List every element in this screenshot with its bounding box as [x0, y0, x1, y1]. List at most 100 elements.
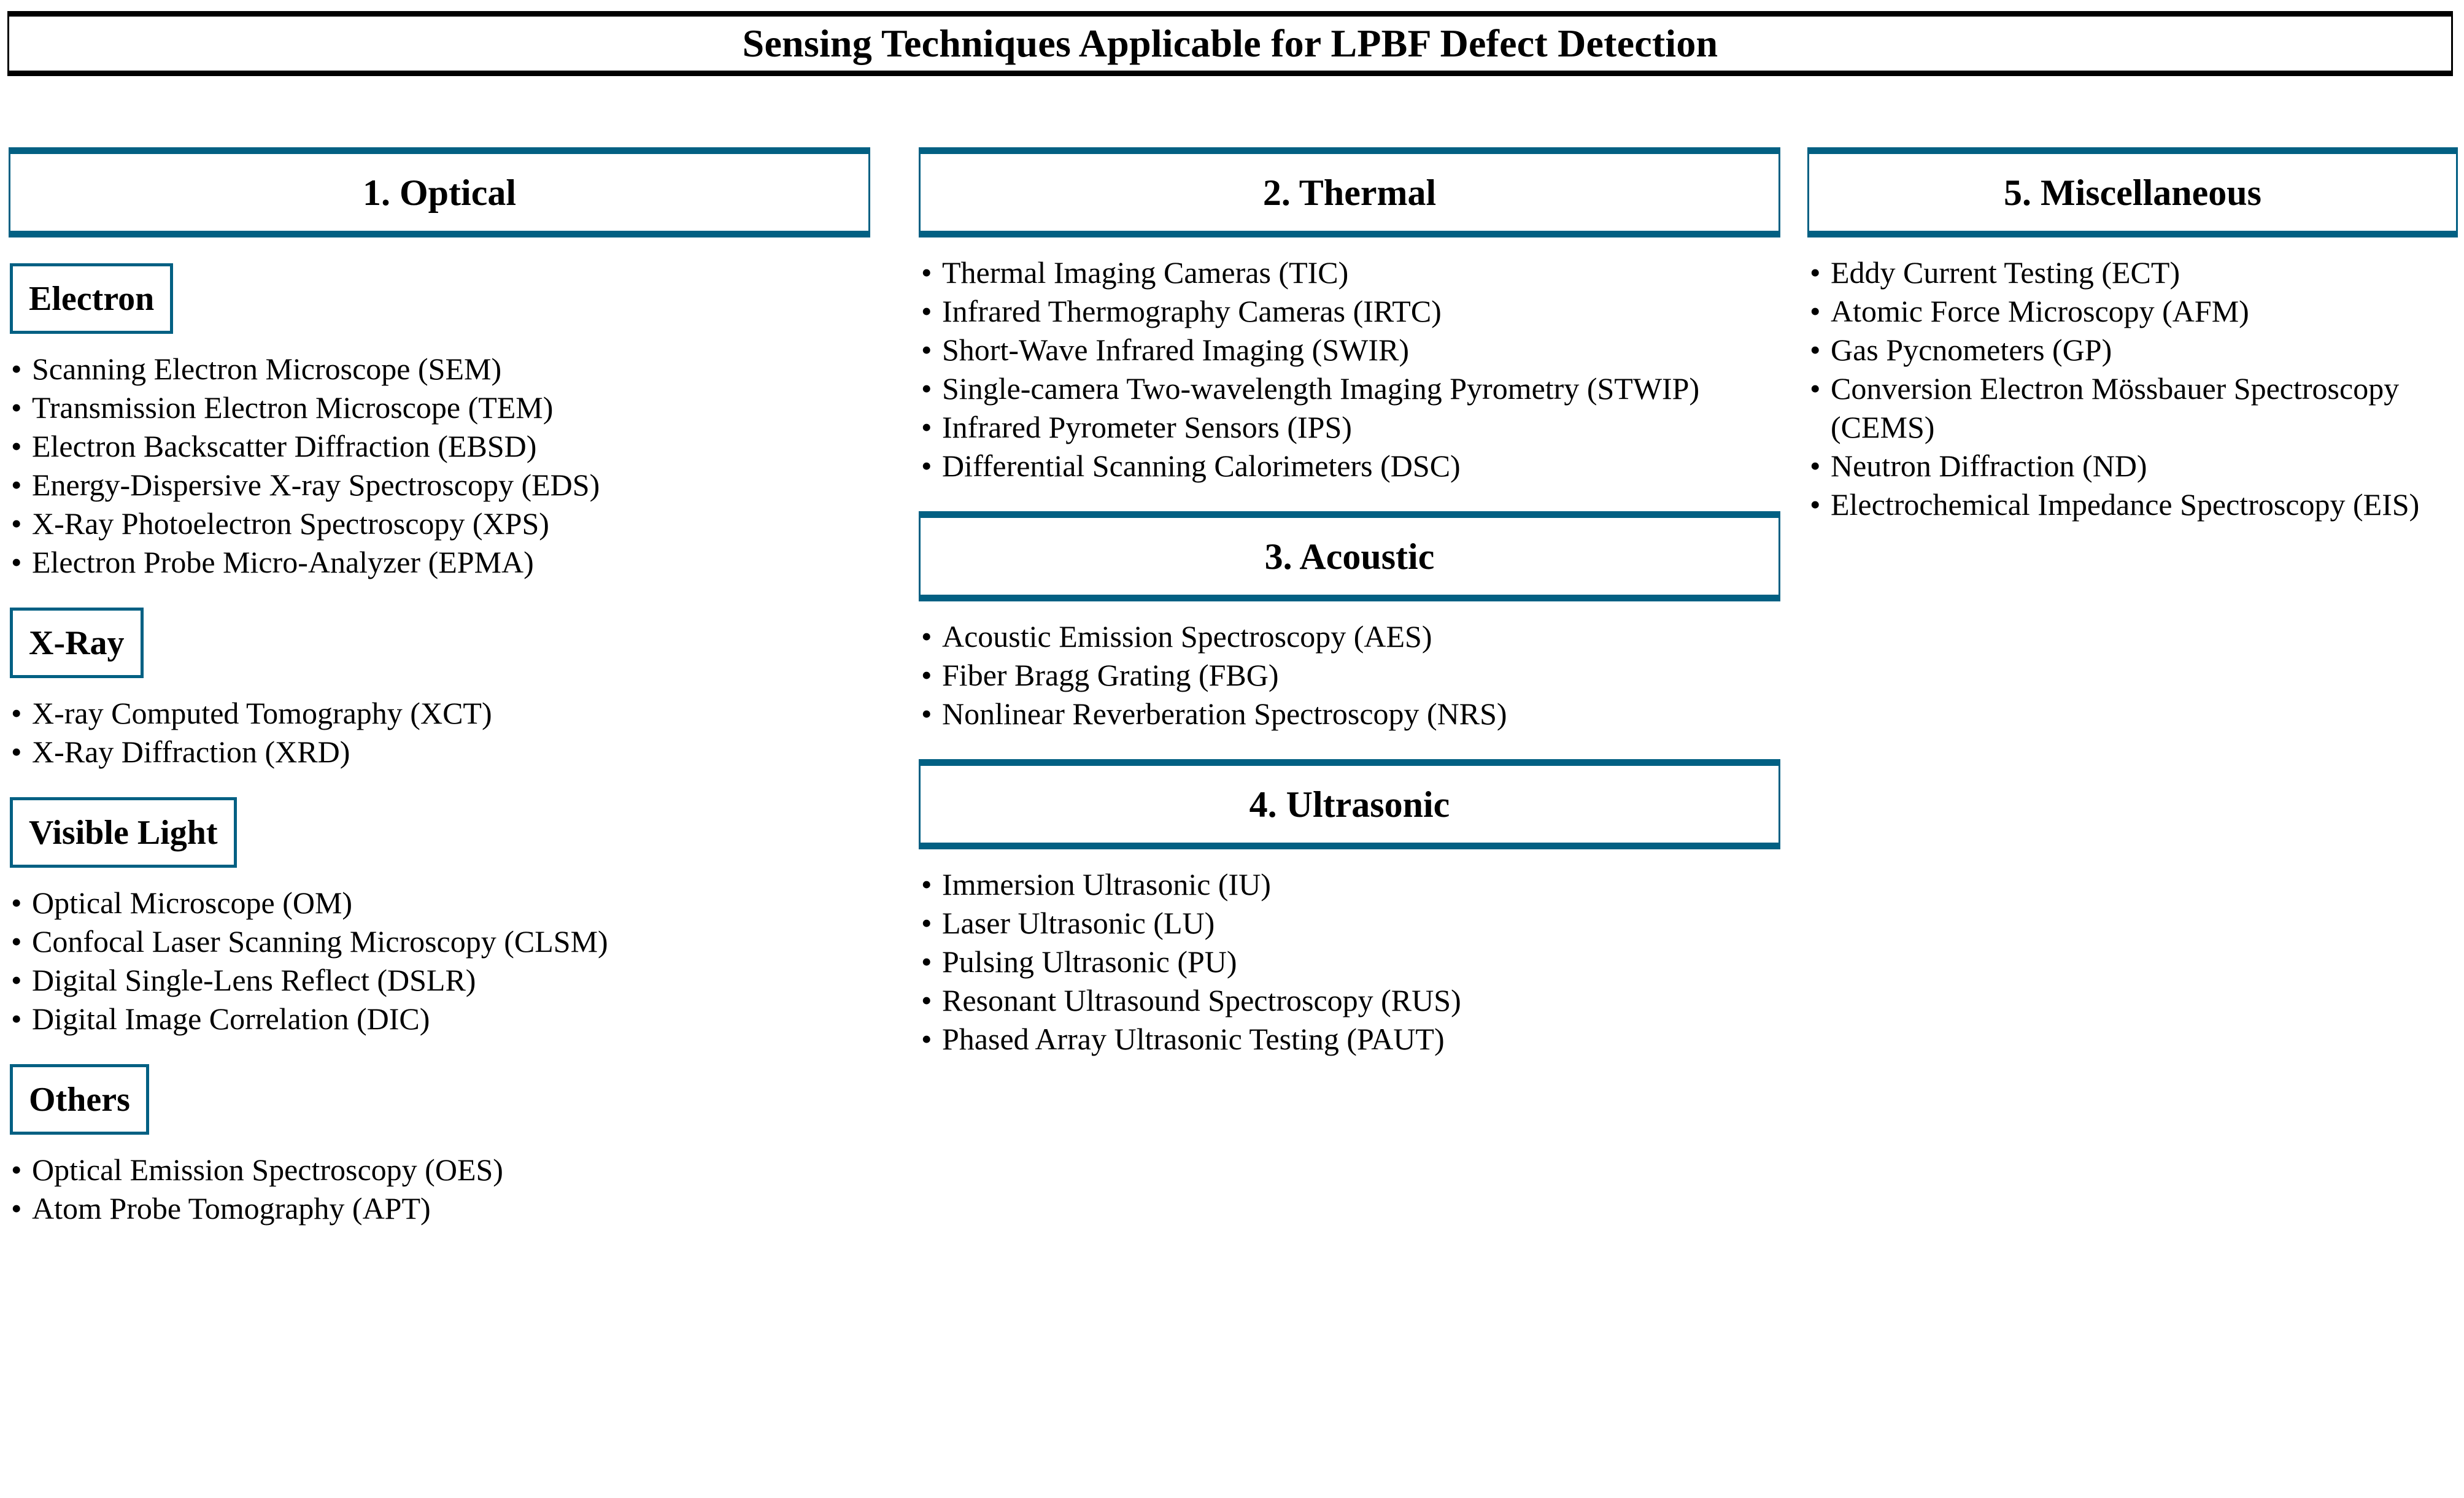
bullet-icon: • [1810, 487, 1821, 522]
bullet-icon: • [11, 468, 22, 502]
bullet-icon: • [1810, 371, 1821, 406]
list-item-label: Fiber Bragg Grating (FBG) [942, 658, 1279, 692]
list-item-label: Transmission Electron Microscope (TEM) [32, 390, 554, 425]
list-item-label: Scanning Electron Microscope (SEM) [32, 352, 502, 386]
list-item: • Electrochemical Impedance Spectroscopy … [1807, 485, 2464, 524]
list-item: • Infrared Thermography Cameras (IRTC) [919, 292, 1789, 331]
bullet-icon: • [921, 410, 932, 444]
list-item: • Fiber Bragg Grating (FBG) [919, 656, 1789, 695]
list-item: • X-Ray Photoelectron Spectroscopy (XPS) [9, 504, 873, 543]
bullet-icon: • [11, 924, 22, 959]
bullet-icon: • [921, 658, 932, 692]
list-item-label: Differential Scanning Calorimeters (DSC) [942, 449, 1461, 483]
bullet-icon: • [921, 867, 932, 902]
list-item-label: Digital Single-Lens Reflect (DSLR) [32, 963, 476, 997]
list-item-label: Atom Probe Tomography (APT) [32, 1191, 431, 1226]
list-item: • Pulsing Ultrasonic (PU) [919, 943, 1789, 981]
tech-list-visible-light: •Optical Microscope (OM) • Confocal Laser… [9, 884, 870, 1038]
bullet-icon: • [1810, 333, 1821, 367]
section-header-optical: 1. Optical [9, 147, 870, 237]
list-item: • Confocal Laser Scanning Microscopy (CLS… [9, 922, 873, 961]
list-item-label: Thermal Imaging Cameras (TIC) [942, 255, 1349, 290]
list-item-label: Electrochemical Impedance Spectroscopy (… [1831, 487, 2420, 522]
bullet-icon: • [11, 1152, 22, 1187]
bullet-icon: • [921, 449, 932, 483]
list-item-label: Energy-Dispersive X-ray Spectroscopy (ED… [32, 468, 600, 502]
list-item: • Single-camera Two-wavelength Imaging Py… [919, 369, 1789, 408]
bullet-icon: • [1810, 255, 1821, 290]
list-item: • Electron Backscatter Diffraction (EBSD) [9, 427, 873, 466]
page-title: Sensing Techniques Applicable for LPBF D… [742, 21, 1718, 65]
list-item-label: Optical Emission Spectroscopy (OES) [32, 1152, 503, 1187]
subgroup-header-others-label: Others [29, 1080, 130, 1119]
section-header-acoustic-label: 3. Acoustic [1264, 536, 1435, 577]
list-item-label: Infrared Thermography Cameras (IRTC) [942, 294, 1442, 328]
tech-list-ultrasonic: •Immersion Ultrasonic (IU) •Laser Ultras… [919, 865, 1780, 1059]
subgroup-header-others: Others [10, 1064, 149, 1135]
subgroup-header-x-ray: X-Ray [10, 608, 144, 678]
list-item-label: Short-Wave Infrared Imaging (SWIR) [942, 333, 1409, 367]
list-item-label: Neutron Diffraction (ND) [1831, 449, 2147, 483]
list-item-label: Single-camera Two-wavelength Imaging Pyr… [942, 371, 1700, 406]
list-item-label: Confocal Laser Scanning Microscopy (CLSM… [32, 924, 608, 959]
list-item-label: Electron Probe Micro-Analyzer (EPMA) [32, 545, 534, 579]
list-item: •Electron Probe Micro-Analyzer (EPMA) [9, 543, 873, 582]
list-item: • Differential Scanning Calorimeters (DSC… [919, 447, 1789, 485]
list-item: • Infrared Pyrometer Sensors (IPS) [919, 408, 1789, 447]
tech-list-x-ray: •X-ray Computed Tomography (XCT) •X-Ray … [9, 694, 870, 771]
list-item-label: Nonlinear Reverberation Spectroscopy (NR… [942, 697, 1507, 731]
bullet-icon: • [11, 390, 22, 425]
bullet-icon: • [11, 1191, 22, 1226]
list-item: •Gas Pycnometers (GP) [1807, 331, 2464, 369]
list-item-label: X-Ray Photoelectron Spectroscopy (XPS) [32, 506, 549, 541]
bullet-icon: • [11, 506, 22, 541]
diagram-title-box: Sensing Techniques Applicable for LPBF D… [7, 11, 2453, 76]
bullet-icon: • [11, 352, 22, 386]
tech-list-others: • Optical Emission Spectroscopy (OES) • At… [9, 1151, 870, 1228]
list-item-label: Pulsing Ultrasonic (PU) [942, 944, 1237, 979]
list-item: • Neutron Diffraction (ND) [1807, 447, 2464, 485]
bullet-icon: • [921, 1022, 932, 1056]
list-item: • Conversion Electron Mössbauer Spectrosc… [1807, 369, 2464, 447]
list-item-label: Conversion Electron Mössbauer Spectrosco… [1831, 371, 2400, 444]
tech-list-thermal: • Thermal Imaging Cameras (TIC) • Infrared… [919, 253, 1780, 485]
list-item: • Short-Wave Infrared Imaging (SWIR) [919, 331, 1789, 369]
bullet-icon: • [1810, 449, 1821, 483]
section-header-optical-label: 1. Optical [363, 172, 516, 213]
list-item: • Atom Probe Tomography (APT) [9, 1189, 873, 1228]
bullet-icon: • [921, 294, 932, 328]
list-item-label: Atomic Force Microscopy (AFM) [1831, 294, 2249, 328]
list-item-label: Resonant Ultrasound Spectroscopy (RUS) [942, 983, 1461, 1017]
bullet-icon: • [11, 429, 22, 463]
list-item-label: Digital Image Correlation (DIC) [32, 1002, 430, 1036]
bullet-icon: • [11, 1002, 22, 1036]
list-item: •Optical Microscope (OM) [9, 884, 873, 922]
list-item: •Phased Array Ultrasonic Testing (PAUT) [919, 1020, 1789, 1059]
list-item-label: Infrared Pyrometer Sensors (IPS) [942, 410, 1352, 444]
subgroup-header-x-ray-label: X-Ray [29, 624, 125, 662]
section-header-ultrasonic-label: 4. Ultrasonic [1249, 784, 1450, 825]
bullet-icon: • [921, 371, 932, 406]
list-item: • Immersion Ultrasonic (IU) [919, 865, 1789, 904]
list-item: • Digital Image Correlation (DIC) [9, 1000, 873, 1038]
list-item: •Thermal Imaging Cameras (TIC) [919, 253, 1789, 292]
bullet-icon: • [1810, 294, 1821, 328]
bullet-icon: • [921, 944, 932, 979]
column-thermal-acoustic-ultrasonic: 2. Thermal • Thermal Imaging Cameras (TIC… [919, 147, 1780, 1059]
section-header-miscellaneous: 5. Miscellaneous [1807, 147, 2458, 237]
list-item: • Optical Emission Spectroscopy (OES) [9, 1151, 873, 1189]
bullet-icon: • [921, 619, 932, 654]
subgroup-header-electron-label: Electron [29, 279, 155, 318]
column-miscellaneous: 5. Miscellaneous •Eddy Current Testing (… [1807, 147, 2458, 524]
list-item: • Transmission Electron Microscope (TEM) [9, 388, 873, 427]
list-item-label: Electron Backscatter Diffraction (EBSD) [32, 429, 537, 463]
bullet-icon: • [921, 906, 932, 940]
section-header-thermal: 2. Thermal [919, 147, 1780, 237]
tech-list-acoustic: •Acoustic Emission Spectroscopy (AES) •F… [919, 617, 1780, 733]
bullet-icon: • [921, 983, 932, 1017]
section-header-thermal-label: 2. Thermal [1262, 172, 1437, 213]
bullet-icon: • [921, 333, 932, 367]
tech-list-miscellaneous: •Eddy Current Testing (ECT) •Atomic Forc… [1807, 253, 2458, 524]
list-item: •Eddy Current Testing (ECT) [1807, 253, 2464, 292]
list-item-label: Immersion Ultrasonic (IU) [942, 867, 1271, 902]
